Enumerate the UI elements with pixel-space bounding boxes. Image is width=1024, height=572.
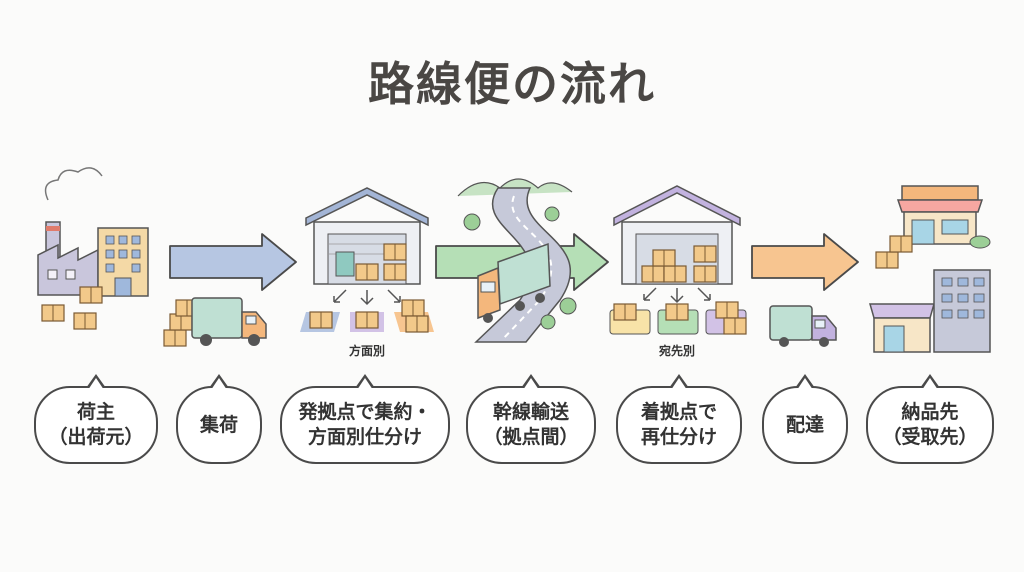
step-label: 配達 <box>785 413 824 436</box>
sort-caption-direction: 方面別 <box>348 344 385 358</box>
flow-arrow <box>169 233 297 291</box>
pickup-truck-icon <box>163 297 267 347</box>
step-sublabel: （出荷元） <box>48 426 144 448</box>
store-icon <box>869 269 991 353</box>
sort-zones <box>300 299 434 333</box>
step-bubble-destination-sort: 着拠点で 再仕分け <box>616 374 742 464</box>
step-bubble-shipper: 荷主 （出荷元） <box>34 374 158 464</box>
step-sublabel: （拠点間） <box>483 426 579 448</box>
step-label: 納品先 <box>901 401 959 424</box>
store-icon <box>875 185 991 269</box>
step-bubble-pickup: 集荷 <box>176 374 262 464</box>
step-bubble-line-haul: 幹線輸送 （拠点間） <box>466 374 596 464</box>
step-label: 着拠点で <box>640 401 717 424</box>
step-sublabel: （受取先） <box>882 426 978 448</box>
step-bubble-consignee: 納品先 （受取先） <box>866 374 994 464</box>
line-haul-road <box>457 178 577 343</box>
step-label: 発拠点で集約・ <box>298 401 432 424</box>
long-haul-truck-icon <box>477 242 551 323</box>
sort-caption-destination: 宛先別 <box>658 344 695 358</box>
flow-arrow <box>751 233 859 291</box>
sort-arrows-icon <box>643 287 711 304</box>
sort-zones <box>609 301 747 335</box>
step-label: 集荷 <box>199 413 238 436</box>
step-bubble-delivery: 配達 <box>762 374 848 464</box>
delivery-truck-icon <box>769 305 837 347</box>
sort-arrows-icon <box>333 289 401 306</box>
step-label: 幹線輸送 <box>492 401 569 424</box>
step-sublabel: 方面別仕分け <box>307 426 422 448</box>
step-label: 荷主 <box>76 401 115 424</box>
page-title: 路線便の流れ <box>368 57 656 111</box>
warehouse-icon <box>613 185 741 285</box>
step-bubble-origin-sort: 発拠点で集約・ 方面別仕分け <box>280 374 450 464</box>
warehouse-icon <box>305 187 429 285</box>
factory-icon <box>37 167 103 296</box>
step-sublabel: 再仕分け <box>640 426 717 448</box>
office-building-icon <box>97 227 149 297</box>
